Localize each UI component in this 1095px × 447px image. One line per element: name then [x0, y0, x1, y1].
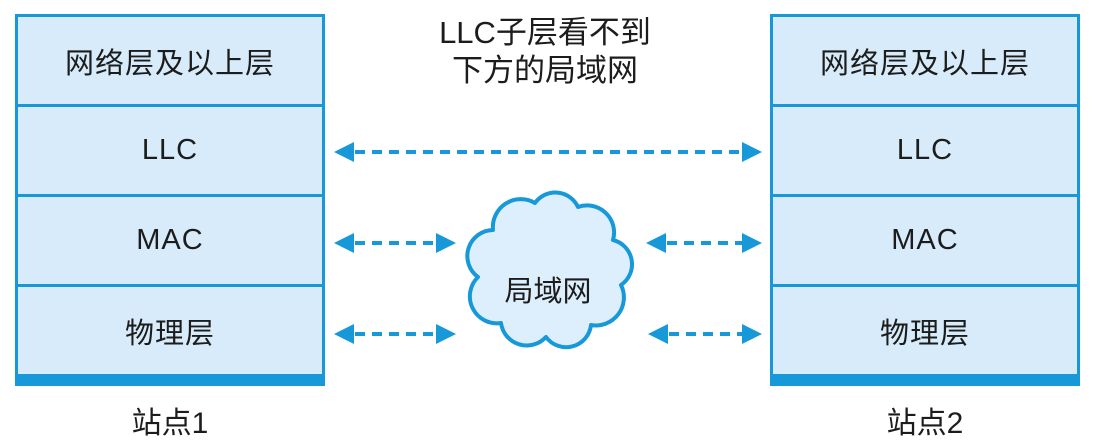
station1-layer-llc: LLC — [18, 107, 322, 197]
station1-layer-mac: MAC — [18, 197, 322, 287]
station1-stack: 网络层及以上层 LLC MAC 物理层 — [15, 14, 325, 386]
station1-base-band — [18, 374, 322, 383]
station2-stack: 网络层及以上层 LLC MAC 物理层 — [770, 14, 1080, 386]
station2-base-band — [773, 374, 1077, 383]
station2-layer-physical: 物理层 — [773, 287, 1077, 374]
diagram-title: LLC子层看不到 下方的局域网 — [365, 14, 725, 90]
diagram-title-line2: 下方的局域网 — [452, 52, 638, 88]
station2-layer-llc: LLC — [773, 107, 1077, 197]
station1-label: 站点1 — [131, 407, 209, 440]
cloud-shape — [465, 190, 635, 350]
station1-layer-physical: 物理层 — [18, 287, 322, 374]
station2-label: 站点2 — [886, 407, 964, 440]
diagram-title-line1: LLC子层看不到 — [439, 15, 651, 50]
lan-cloud-icon — [465, 190, 635, 350]
layer-label: 网络层及以上层 — [64, 47, 275, 80]
lan-label: 局域网 — [504, 276, 592, 308]
layer-label: LLC — [896, 134, 954, 166]
station2-layer-mac: MAC — [773, 197, 1077, 287]
station1-layer-network: 网络层及以上层 — [18, 17, 322, 107]
layer-label: 物理层 — [124, 317, 215, 350]
layer-label: MAC — [136, 224, 204, 256]
layer-label: MAC — [891, 224, 959, 256]
layer-label: LLC — [141, 134, 199, 166]
station2-layer-network: 网络层及以上层 — [773, 17, 1077, 107]
layer-label: 网络层及以上层 — [819, 47, 1030, 80]
layer-label: 物理层 — [879, 317, 970, 350]
